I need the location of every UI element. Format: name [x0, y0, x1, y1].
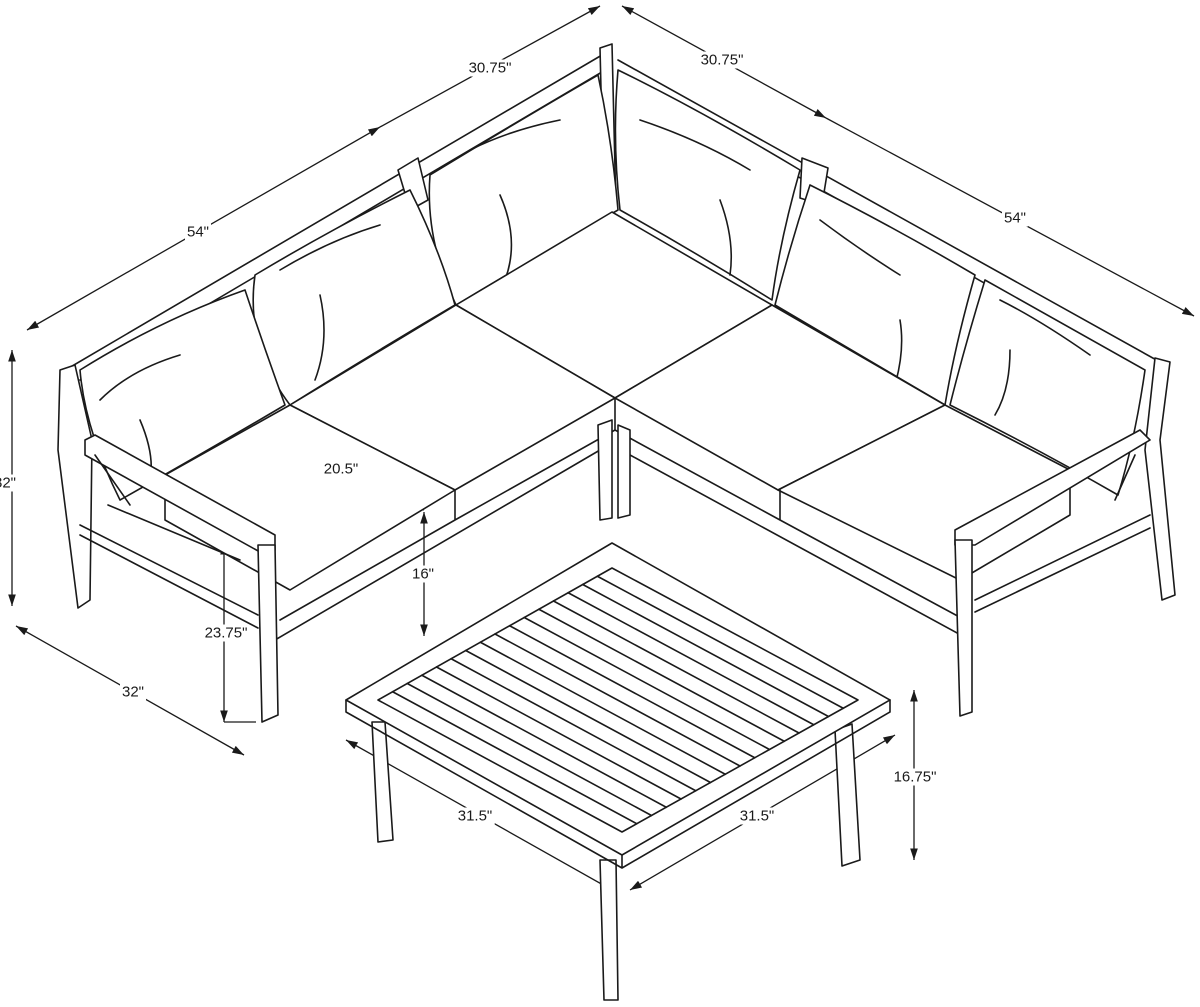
label-16-75: 16.75" [891, 768, 939, 786]
label-16: 16" [409, 565, 437, 583]
label-3075-right: 30.75" [698, 51, 746, 69]
label-54-left: 54" [184, 223, 212, 241]
seat-right-1 [777, 404, 1071, 581]
table-edge [345, 699, 891, 869]
table-slats [391, 575, 845, 825]
right-back-post [1144, 357, 1176, 601]
label-20-5: 20.5" [321, 460, 361, 478]
table-slat [494, 633, 741, 767]
table-slat [421, 674, 668, 809]
table-slat [552, 600, 800, 734]
seat-left-1 [164, 404, 456, 591]
table-frame [377, 567, 859, 833]
left-front-post [257, 544, 279, 723]
table-slat [596, 575, 845, 710]
left-back-post [57, 364, 93, 609]
coffee-table [345, 542, 891, 1001]
table-slat [435, 666, 682, 800]
label-32-height: 32" [0, 474, 19, 492]
table-slat [508, 624, 756, 759]
left-arm-rails [79, 454, 259, 629]
table-slat [406, 682, 653, 817]
right-arm-rails [974, 454, 1151, 613]
label-32-depth: 32" [119, 683, 147, 701]
table-slat [567, 591, 815, 726]
table-slat [581, 583, 830, 718]
cushion-creases [99, 119, 1091, 481]
right-front-post [954, 539, 973, 717]
front-rail [274, 397, 971, 641]
table-top [345, 542, 891, 856]
table-slat [391, 690, 638, 825]
table-slat [464, 649, 712, 784]
sectional-sofa [57, 43, 1176, 723]
label-54-right: 54" [1001, 209, 1029, 227]
label-31-5-left: 31.5" [455, 807, 495, 825]
table-slat [538, 608, 786, 743]
label-31-5-right: 31.5" [737, 807, 777, 825]
label-3075-left: 30.75" [466, 59, 514, 77]
table-slat [479, 641, 727, 776]
table-slat [523, 616, 771, 751]
label-23-75: 23.75" [202, 624, 250, 642]
corner-front-legs [597, 419, 631, 521]
table-slat [450, 657, 697, 792]
